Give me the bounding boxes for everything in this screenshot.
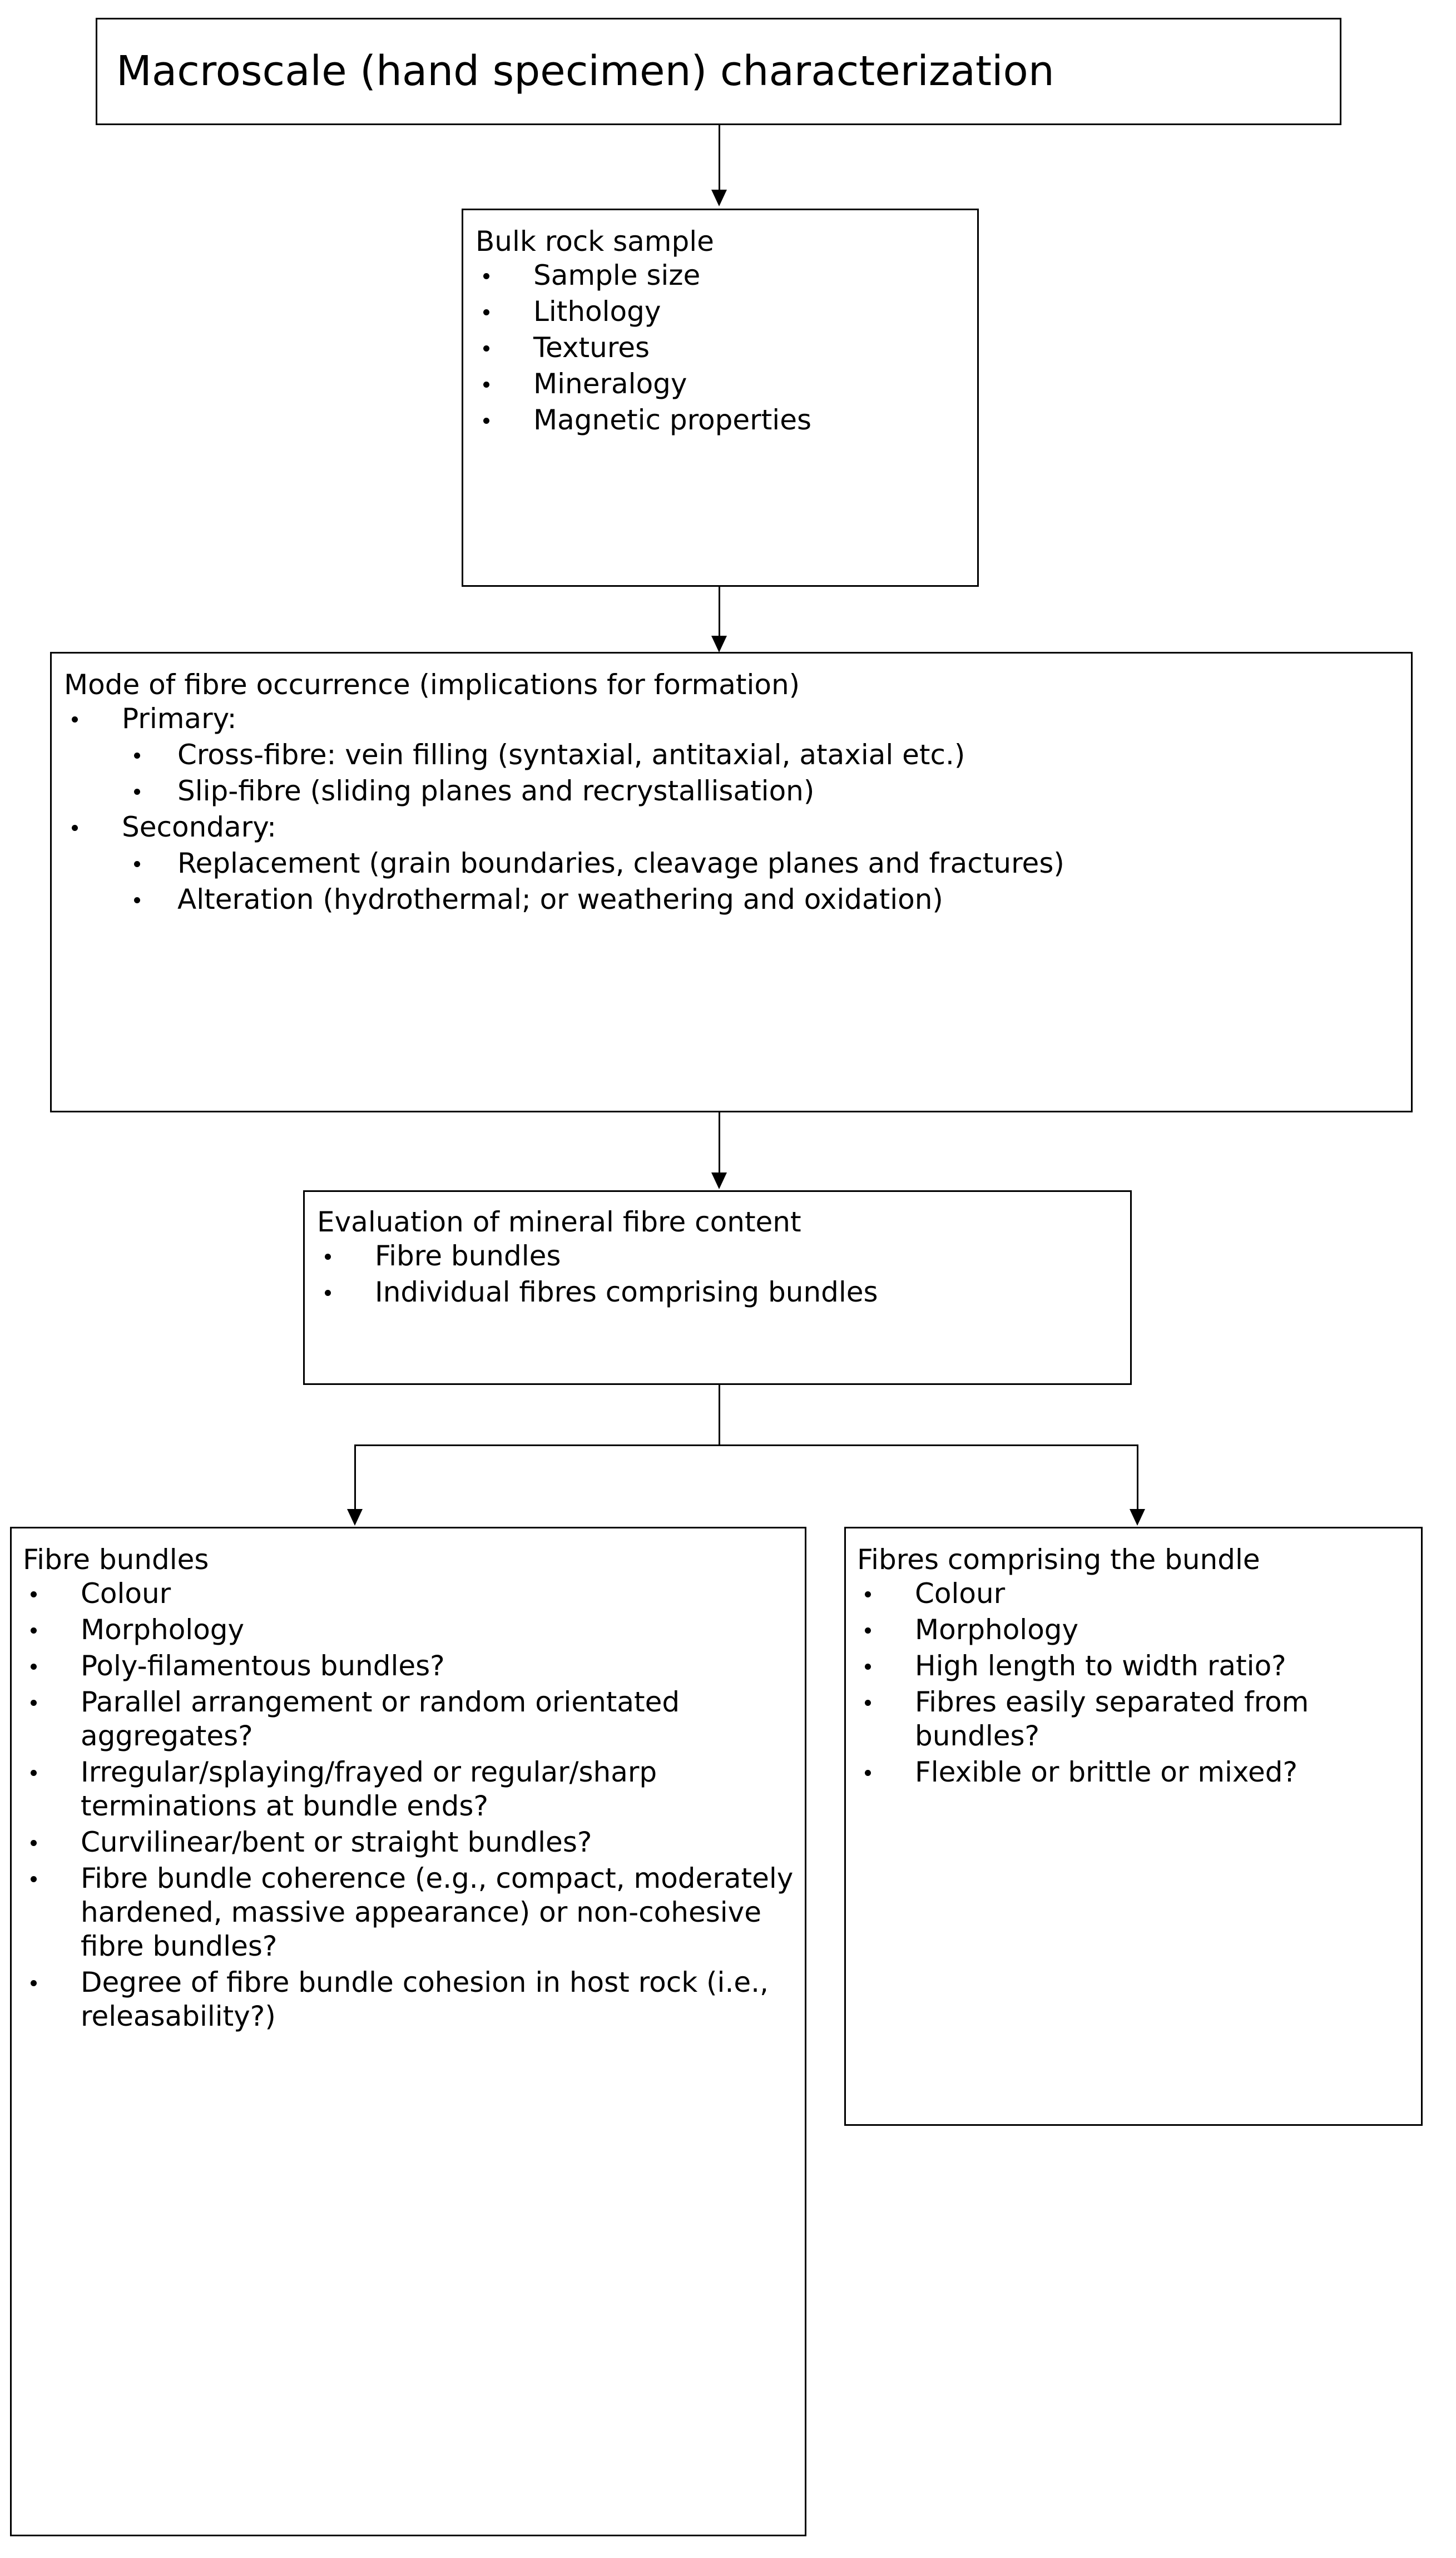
arrowhead-fibres-comprising-bundle <box>1130 1509 1145 1526</box>
list-item: Magnetic properties <box>476 403 966 437</box>
list-item: Mineralogy <box>476 367 966 401</box>
list-item: Parallel arrangement or random orientate… <box>23 1685 795 1753</box>
connector-to-fibre-bundles <box>354 1444 356 1510</box>
connector-evaluation-split <box>354 1444 1138 1446</box>
arrowhead-evaluation <box>711 1172 727 1189</box>
arrowhead-bulk <box>711 190 727 206</box>
node-bulk-rock-sample-list: Sample size Lithology Textures Mineralog… <box>476 259 966 437</box>
list-item: Morphology <box>23 1613 795 1647</box>
list-item: Fibre bundles <box>317 1239 1119 1273</box>
list-item: Alteration (hydrothermal; or weathering … <box>122 883 1400 917</box>
arrowhead-mode <box>711 636 727 652</box>
node-evaluation-of-mineral-fibre-content: Evaluation of mineral fibre content Fibr… <box>303 1190 1132 1385</box>
connector-evaluation-stem <box>719 1385 720 1446</box>
list-item: Colour <box>857 1577 1411 1611</box>
list-item: High length to width ratio? <box>857 1649 1411 1683</box>
list-item-secondary: Secondary: <box>64 810 1400 844</box>
list-item: Morphology <box>857 1613 1411 1647</box>
group-label: Secondary: <box>122 811 277 843</box>
node-fibre-bundles-list: Colour Morphology Poly-filamentous bundl… <box>23 1577 795 2033</box>
list-item: Curvilinear/bent or straight bundles? <box>23 1825 795 1859</box>
list-item: Lithology <box>476 295 966 329</box>
node-mode-secondary-sublist: Replacement (grain boundaries, cleavage … <box>122 847 1400 917</box>
list-item: Individual fibres comprising bundles <box>317 1275 1119 1309</box>
node-macroscale-heading: Macroscale (hand specimen) characterizat… <box>116 47 1054 95</box>
connector-mode-to-evaluation <box>719 1112 720 1174</box>
node-mode-of-fibre-occurrence: Mode of fibre occurrence (implications f… <box>50 652 1413 1112</box>
list-item: Flexible or brittle or mixed? <box>857 1755 1411 1789</box>
node-fibres-comprising-heading: Fibres comprising the bundle <box>857 1543 1260 1576</box>
node-macroscale: Macroscale (hand specimen) characterizat… <box>96 18 1341 125</box>
node-mode-heading: Mode of fibre occurrence (implications f… <box>64 669 800 701</box>
list-item: Textures <box>476 331 966 365</box>
arrowhead-fibre-bundles <box>347 1509 363 1526</box>
list-item: Poly-filamentous bundles? <box>23 1649 795 1683</box>
node-bulk-rock-sample: Bulk rock sample Sample size Lithology T… <box>462 209 979 587</box>
node-bulk-rock-sample-heading: Bulk rock sample <box>476 225 714 258</box>
list-item: Degree of fibre bundle cohesion in host … <box>23 1966 795 2033</box>
list-item: Irregular/splaying/frayed or regular/sha… <box>23 1755 795 1823</box>
connector-bulk-to-mode <box>719 587 720 637</box>
list-item: Colour <box>23 1577 795 1611</box>
node-fibre-bundles-heading: Fibre bundles <box>23 1543 209 1576</box>
group-label: Primary: <box>122 702 237 735</box>
list-item: Sample size <box>476 259 966 293</box>
node-mode-primary-sublist: Cross-fibre: vein filling (syntaxial, an… <box>122 738 1400 808</box>
list-item: Slip-fibre (sliding planes and recrystal… <box>122 774 1400 808</box>
connector-to-fibres-comprising-bundle <box>1137 1444 1138 1510</box>
node-fibres-comprising-list: Colour Morphology High length to width r… <box>857 1577 1411 1789</box>
node-evaluation-list: Fibre bundles Individual fibres comprisi… <box>317 1239 1119 1309</box>
list-item-primary: Primary: <box>64 702 1400 736</box>
list-item: Replacement (grain boundaries, cleavage … <box>122 847 1178 880</box>
node-mode-list: Primary: <box>64 702 1400 736</box>
list-item: Fibre bundle coherence (e.g., compact, m… <box>23 1862 795 1963</box>
node-fibre-bundles: Fibre bundles Colour Morphology Poly-fil… <box>10 1527 806 2536</box>
node-evaluation-heading: Evaluation of mineral fibre content <box>317 1206 801 1238</box>
list-item: Fibres easily separated from bundles? <box>857 1685 1411 1753</box>
list-item: Cross-fibre: vein filling (syntaxial, an… <box>122 738 1400 772</box>
node-fibres-comprising-the-bundle: Fibres comprising the bundle Colour Morp… <box>844 1527 1423 2126</box>
connector-macroscale-to-bulk <box>719 125 720 191</box>
node-mode-list-secondary: Secondary: <box>64 810 1400 844</box>
